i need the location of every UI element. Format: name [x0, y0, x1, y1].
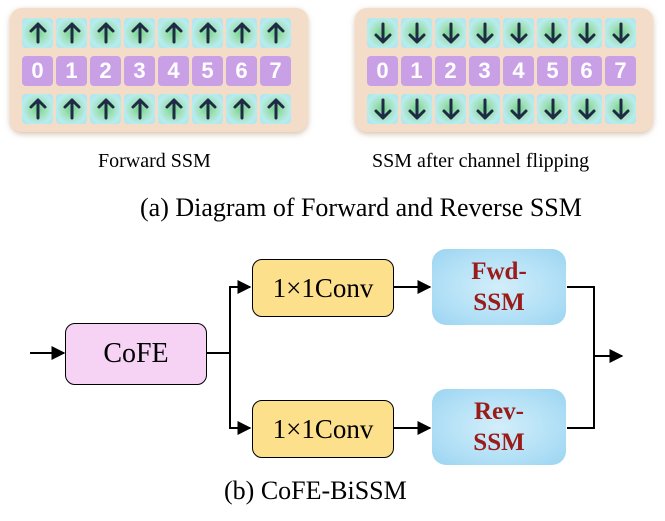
arrow-up-icon — [22, 18, 53, 48]
arrow-down-icon — [367, 94, 398, 124]
arrow-down-icon — [537, 18, 568, 48]
arrow-up-icon — [192, 18, 223, 48]
arrow-down-icon — [503, 94, 534, 124]
arrow-down-icon — [469, 94, 500, 124]
merge-line — [567, 286, 595, 429]
index-cell: 4 — [503, 56, 534, 86]
fwd-ssm-block: Fwd- SSM — [432, 249, 566, 325]
index-cell: 6 — [226, 56, 257, 86]
index-cell: 2 — [435, 56, 466, 86]
arrow-down-icon — [401, 94, 432, 124]
index-cell: 4 — [158, 56, 189, 86]
arrow-down-icon — [435, 18, 466, 48]
rev-ssm-line2: SSM — [473, 429, 525, 456]
arrow-up-icon — [158, 94, 189, 124]
index-cell: 3 — [124, 56, 155, 86]
arrow-down-icon — [537, 94, 568, 124]
rev-ssm-block: Rev- SSM — [432, 389, 566, 465]
index-cell: 5 — [537, 56, 568, 86]
cofe-block: CoFE — [65, 323, 207, 385]
arrow-up-icon — [260, 18, 291, 48]
branch-bottom-arrow — [229, 353, 252, 435]
forward-top-arrow-row — [22, 18, 291, 48]
fwd-ssm-line1: Fwd- — [471, 258, 527, 285]
arrow-up-icon — [56, 94, 87, 124]
index-cell: 5 — [192, 56, 223, 86]
reverse-top-arrow-row — [367, 18, 636, 48]
fwd-ssm-line2: SSM — [473, 289, 525, 316]
forward-ssm-caption: Forward SSM — [98, 150, 211, 172]
arrow-up-icon — [192, 94, 223, 124]
reverse-bottom-arrow-row — [367, 94, 636, 124]
arrow-down-icon — [435, 94, 466, 124]
figure-a-caption: (a) Diagram of Forward and Reverse SSM — [140, 193, 582, 222]
arrow-down-icon — [605, 94, 636, 124]
arrow-up-icon — [124, 94, 155, 124]
arrow-up-icon — [158, 18, 189, 48]
index-cell: 7 — [260, 56, 291, 86]
arrow-down-icon — [571, 18, 602, 48]
index-cell: 0 — [367, 56, 398, 86]
conv-top-block: 1×1Conv — [252, 259, 394, 317]
arrow-up-icon — [260, 94, 291, 124]
arrow-up-icon — [226, 94, 257, 124]
index-cell: 0 — [22, 56, 53, 86]
arrow-up-icon — [56, 18, 87, 48]
index-cell: 3 — [469, 56, 500, 86]
arrow-down-icon — [571, 94, 602, 124]
arrow-down-icon — [503, 18, 534, 48]
arrow-up-icon — [90, 18, 121, 48]
arrow-up-icon — [124, 18, 155, 48]
arrow-up-icon — [226, 18, 257, 48]
index-cell: 2 — [90, 56, 121, 86]
reverse-ssm-caption: SSM after channel flipping — [372, 150, 590, 172]
arrow-up-icon — [90, 94, 121, 124]
arrow-up-icon — [22, 94, 53, 124]
index-cell: 1 — [401, 56, 432, 86]
index-cell: 7 — [605, 56, 636, 86]
figure-b-caption: (b) CoFE-BiSSM — [224, 476, 407, 505]
forward-bottom-arrow-row — [22, 94, 291, 124]
index-cell: 1 — [56, 56, 87, 86]
arrow-down-icon — [469, 18, 500, 48]
arrow-down-icon — [367, 18, 398, 48]
conv-bottom-block: 1×1Conv — [252, 400, 394, 458]
index-cell: 6 — [571, 56, 602, 86]
arrow-down-icon — [401, 18, 432, 48]
arrow-down-icon — [605, 18, 636, 48]
rev-ssm-line1: Rev- — [474, 398, 524, 425]
branch-top-arrow — [229, 280, 252, 353]
